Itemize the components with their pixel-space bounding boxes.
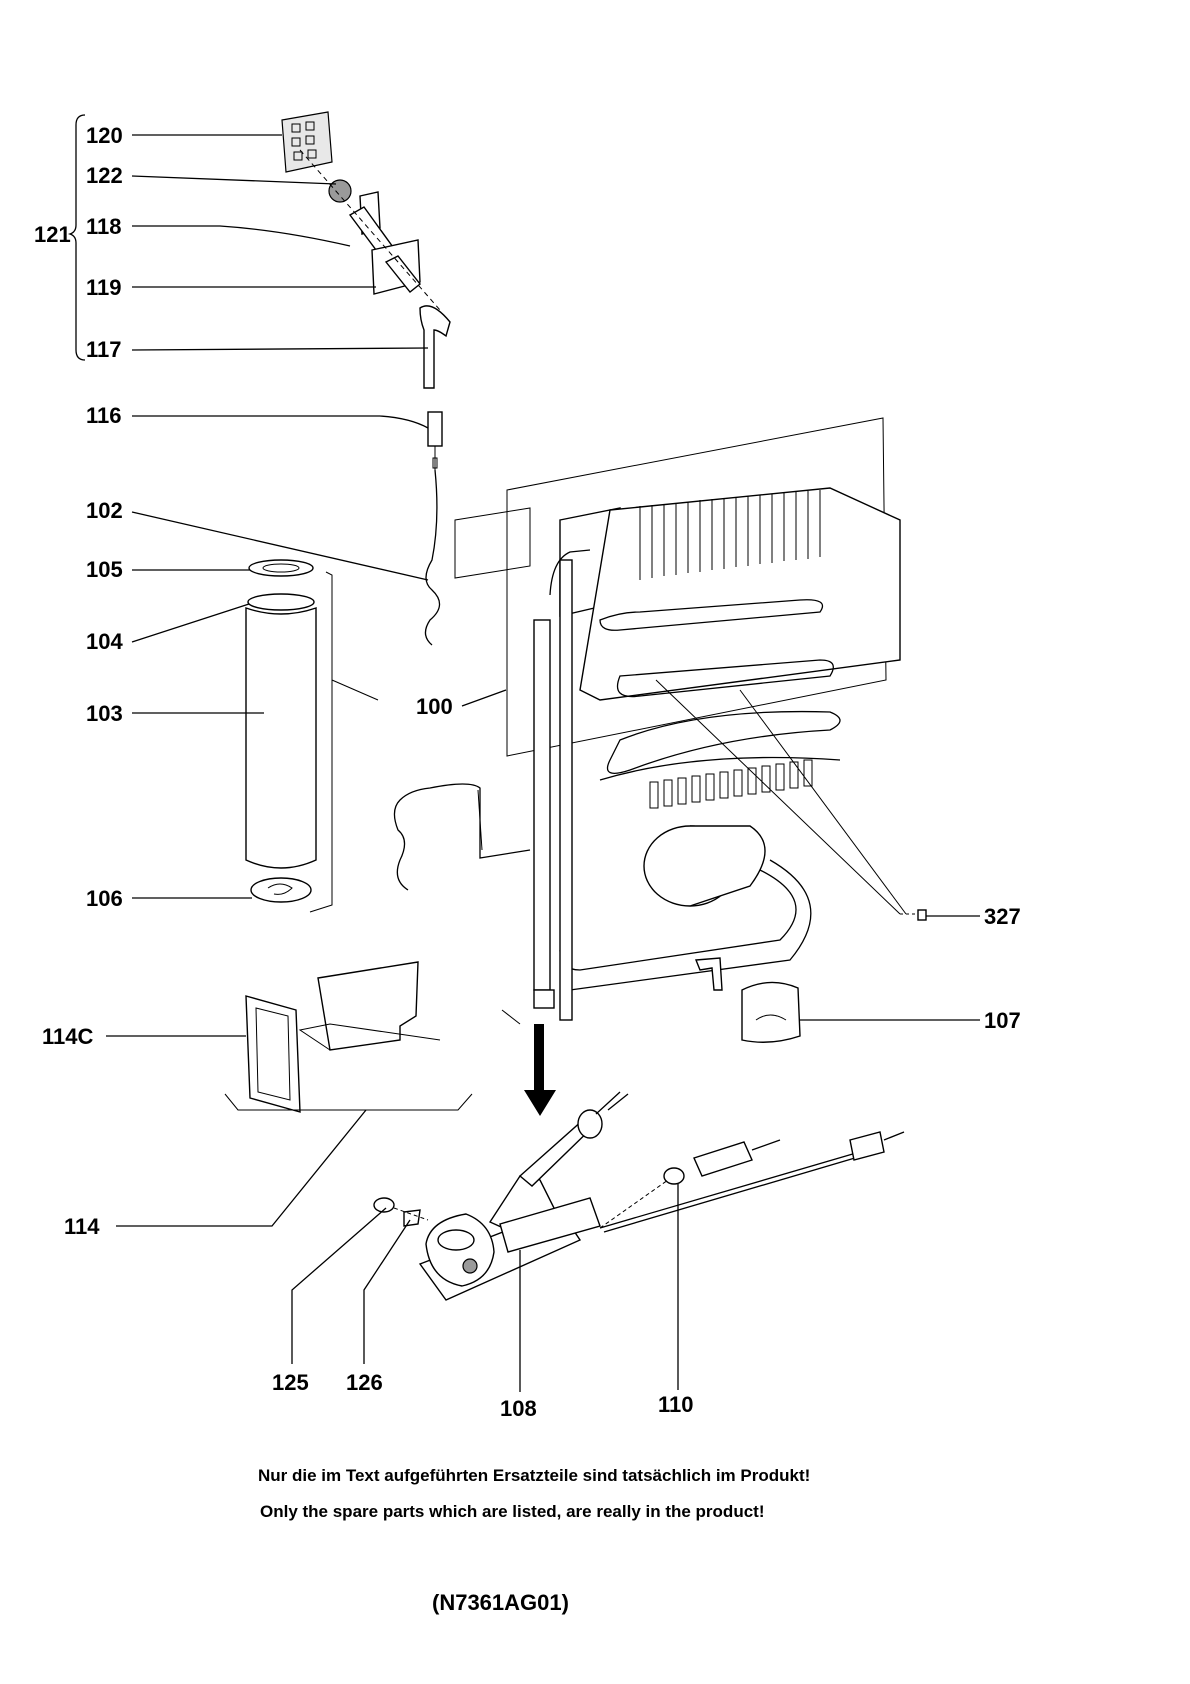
label-105: 105 [86,557,123,582]
part-105-disc [248,559,314,577]
cooling-unit [393,417,927,1043]
part-103-cylinder [245,607,317,869]
boiler-riser [559,559,573,1021]
part-117-elbow [419,305,451,389]
leader-lines [106,134,980,1392]
part-102-wire [424,469,441,646]
part-107-cover [741,981,801,1043]
flue-assembly [67,111,451,646]
part-327-clip [917,909,927,921]
absorber-fins [649,759,813,809]
part-125-screw [373,1197,395,1213]
label-103: 103 [86,701,123,726]
note-german: Nur die im Text aufgeführten Ersatzteile… [258,1466,811,1485]
part-104-ring [247,593,315,611]
label-100: 100 [416,694,453,719]
label-104: 104 [86,629,123,654]
label-126: 126 [346,1370,383,1395]
part-120-grille-plate [281,111,333,173]
group-121-bracket [67,114,86,361]
label-102: 102 [86,498,123,523]
label-114C: 114C [42,1024,93,1049]
label-106: 106 [86,886,123,911]
part-122-mesh-cap [328,179,352,203]
part-114C-frame [245,995,301,1113]
part-106-disc [250,877,312,903]
label-108: 108 [500,1396,537,1421]
part-108-burner-assembly [373,1009,905,1301]
label-119: 119 [86,275,122,300]
label-116: 116 [86,403,122,428]
note-english: Only the spare parts which are listed, a… [260,1502,765,1521]
condenser-fins [639,490,821,580]
label-120: 120 [86,123,123,148]
part-114-shield [224,961,473,1113]
part-116-connector [427,411,443,447]
burner-tube-assembly [245,559,379,913]
label-110: 110 [658,1392,694,1417]
label-125: 125 [272,1370,309,1395]
label-114: 114 [64,1214,100,1239]
label-121: 121 [34,222,71,247]
label-122: 122 [86,163,123,188]
part-labels: 120 122 121 118 119 117 116 102 105 104 … [34,123,1021,1421]
boiler-tube [533,619,551,991]
label-117: 117 [86,337,122,362]
drawing-code: (N7361AG01) [432,1590,569,1615]
down-arrow-icon [524,1024,556,1116]
label-107: 107 [984,1008,1021,1033]
label-118: 118 [86,214,122,239]
part-126-washer [403,1209,421,1227]
label-327: 327 [984,904,1021,929]
